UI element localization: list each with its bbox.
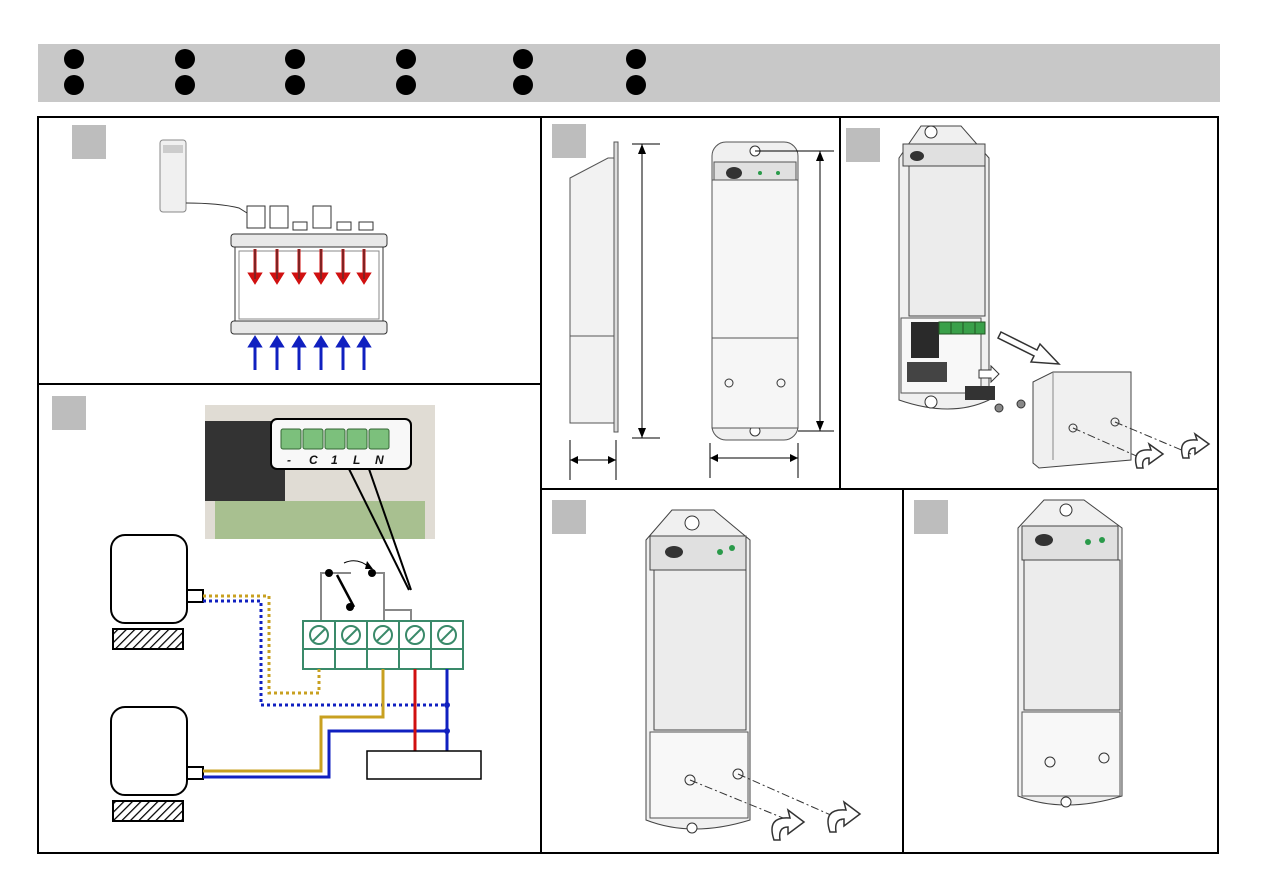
bullet-dot (64, 49, 84, 69)
terminal-label-l: L (353, 453, 360, 467)
dimension-drawing (542, 118, 841, 490)
wiring-diagram: - C 1 L N (39, 385, 542, 854)
open-device-illustration (841, 118, 1219, 490)
bullet-dot (285, 75, 305, 95)
direction-arrow-icon (998, 332, 1059, 364)
bullet-dot (513, 75, 533, 95)
bullet-dot (626, 75, 646, 95)
header-banner (38, 44, 1220, 102)
switch-icon (321, 573, 411, 623)
manifold-illustration (39, 118, 542, 385)
panel-closed-device (902, 488, 1219, 854)
screw-in-illustration (542, 490, 904, 854)
panel-manifold (37, 116, 542, 385)
terminal-label-1: 1 (331, 453, 338, 467)
power-supply-box (367, 751, 481, 779)
return-arrows (250, 338, 369, 370)
rotate-arrow-icon (772, 802, 860, 840)
bullet-dot (175, 49, 195, 69)
bullet-dot (396, 75, 416, 95)
terminal-label-n: N (375, 453, 384, 467)
bullet-dot (64, 75, 84, 95)
rotate-arrow-icon (1136, 434, 1209, 468)
bullet-dot (285, 49, 305, 69)
closed-device-illustration (904, 490, 1219, 854)
panel-dimensions (540, 116, 841, 490)
panel-screw-in (540, 488, 904, 854)
panel-open-device (839, 116, 1219, 490)
panel-wiring: - C 1 L N (37, 383, 542, 854)
pump-icon (111, 707, 203, 821)
pump-icon (111, 535, 203, 649)
bullet-dot (513, 49, 533, 69)
terminal-label-minus: - (287, 453, 291, 467)
terminal-label-c: C (309, 453, 318, 467)
bullet-dot (626, 49, 646, 69)
controller-thumbnail (160, 140, 186, 212)
bullet-dot (175, 75, 195, 95)
bullet-dot (396, 49, 416, 69)
